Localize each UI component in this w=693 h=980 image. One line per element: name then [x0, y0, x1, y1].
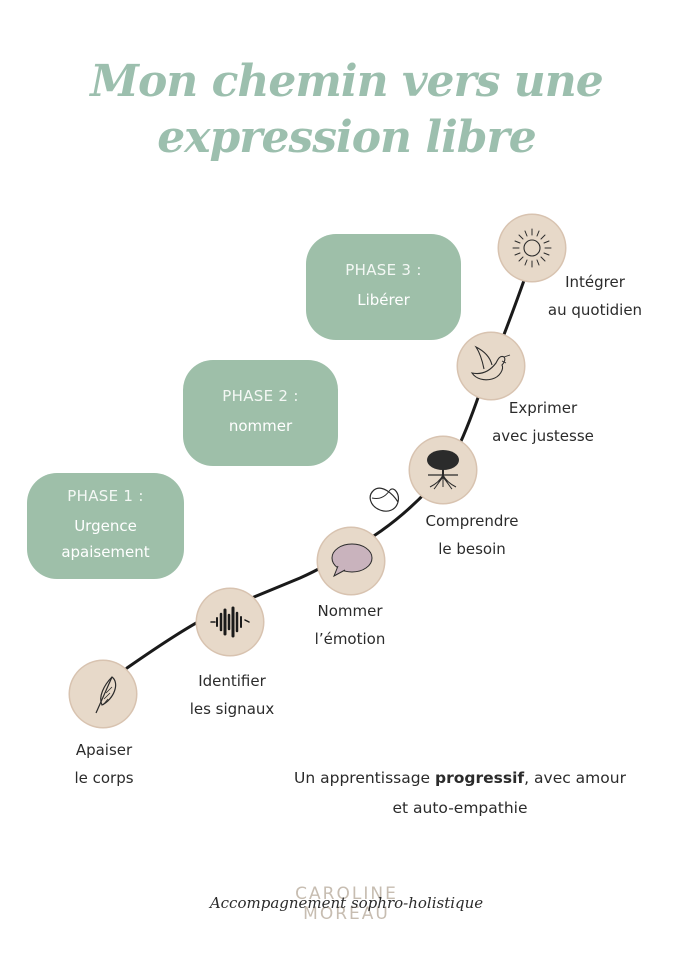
step-4-node	[410, 437, 476, 503]
step-2-node	[197, 589, 263, 655]
dove-icon	[470, 345, 511, 381]
step-6-node	[499, 215, 565, 281]
phase-1-name: Urgence apaisement	[61, 517, 150, 561]
phase-1-label: PHASE 1 :	[67, 487, 144, 505]
phase-3-box: PHASE 3 : Libérer	[306, 234, 461, 340]
soundwave-icon	[210, 606, 250, 638]
brand-script: Accompagnement sophro-holistique	[209, 894, 484, 912]
speech-bubble-icon	[331, 543, 373, 578]
page-title-line-2: expression libre	[157, 112, 536, 163]
step-1-label: Apaiser le corps	[74, 741, 134, 787]
step-3-node	[318, 528, 384, 594]
brand-name-line-2: MOREAU	[303, 904, 390, 924]
tagline-line-2: et auto-empathie	[392, 799, 528, 817]
sun-icon	[512, 228, 552, 268]
step-2-label: Identifier les signaux	[189, 672, 275, 718]
step-4-label: Comprendre le besoin	[425, 512, 519, 558]
phase-3-name: Libérer	[357, 291, 410, 309]
page-title-line-1: Mon chemin vers une	[90, 56, 604, 107]
phase-2-box: PHASE 2 : nommer	[183, 360, 338, 466]
brand-name-line-1: CAROLINE	[295, 884, 398, 904]
heart-icon	[369, 487, 399, 512]
brand-logo: CAROLINE MOREAU Accompagnement sophro-ho…	[0, 880, 693, 940]
step-6-label: Intégrer au quotidien	[547, 273, 643, 319]
phase-1-box: PHASE 1 : Urgence apaisement	[27, 473, 184, 579]
tree-icon	[427, 450, 459, 490]
step-5-node	[458, 333, 524, 399]
tagline-emphasis: progressif	[435, 769, 525, 787]
phase-2-name: nommer	[228, 417, 293, 435]
tagline: Un apprentissage progressif, avec amour …	[270, 763, 650, 823]
tagline-line-1: Un apprentissage progressif, avec amour	[294, 769, 626, 787]
phase-3-label: PHASE 3 :	[345, 261, 422, 279]
phase-2-label: PHASE 2 :	[222, 387, 299, 405]
feather-icon	[95, 676, 117, 714]
step-3-label: Nommer l’émotion	[314, 602, 386, 648]
step-5-label: Exprimer avec justesse	[492, 399, 594, 445]
step-1-node	[70, 661, 136, 727]
